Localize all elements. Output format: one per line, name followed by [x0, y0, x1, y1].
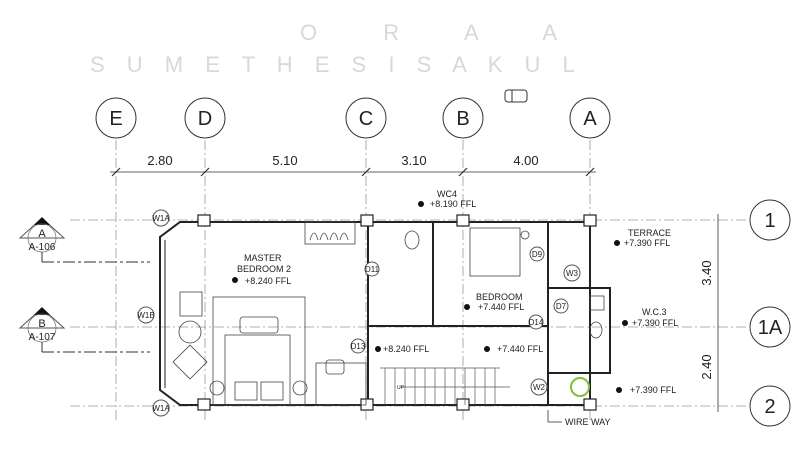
- tag-w1a-top: W1A: [152, 209, 170, 227]
- row-grid-bubbles: [749, 199, 791, 427]
- section-marker-b: B A-107: [18, 307, 150, 353]
- tag-d9-label: D9: [532, 250, 543, 259]
- grid-label-a: A: [583, 108, 597, 130]
- dimension-e-d: 2.80: [147, 153, 172, 168]
- tag-d13-label: D13: [351, 342, 366, 351]
- grid-bubble-e: [95, 97, 137, 139]
- dimension-c-b: 3.10: [401, 153, 426, 168]
- level-hall: +7.440 FFL: [497, 344, 543, 354]
- tag-d11-label: D11: [365, 265, 380, 274]
- bed: [224, 334, 291, 406]
- section-sheet-b: A-107: [29, 332, 56, 343]
- toilet: [404, 230, 420, 250]
- row-dimension-line: 3.40 2.40: [699, 214, 719, 412]
- wire-way-note: WIRE WAY: [565, 417, 611, 427]
- section-sheet-a: A-106: [29, 242, 56, 253]
- grid-lines: [70, 140, 748, 420]
- level-bedroom: +7.440 FFL: [478, 302, 524, 312]
- tag-d9: D9: [529, 246, 545, 262]
- level-yard: +7.390 FFL: [630, 385, 676, 395]
- dimension-1a-2: 2.40: [699, 354, 714, 379]
- dimension-b-a: 4.00: [513, 153, 538, 168]
- grid-label-d: D: [198, 108, 212, 130]
- rug: [212, 296, 306, 406]
- level-landing: +8.240 FFL: [383, 344, 429, 354]
- grid-label-e: E: [109, 108, 122, 130]
- section-letter-a: A: [38, 228, 46, 240]
- bedroom-bed: [469, 227, 521, 277]
- tag-d11: D11: [364, 261, 380, 277]
- grid-label-b: B: [456, 108, 469, 130]
- tag-w3: W3: [563, 264, 581, 282]
- north-arrow-icon: [504, 89, 528, 103]
- grid-label-c: C: [359, 108, 373, 130]
- stair-up-label: UP: [397, 385, 405, 391]
- watermark: O R A A S U M E T H E S I S A K U L: [90, 20, 587, 77]
- grid-bubble-c: [345, 97, 387, 139]
- furniture: [172, 221, 605, 406]
- watermark-line-1: O R A A: [300, 20, 587, 45]
- staircase: [380, 367, 510, 405]
- grid-bubble-d: [184, 97, 226, 139]
- tag-w1a-bottom-label: W1A: [152, 404, 170, 413]
- tag-w1b-label: W1B: [137, 311, 154, 320]
- column-dimension-line: 2.80 5.10 3.10 4.00: [110, 153, 596, 177]
- armchair: [179, 291, 203, 317]
- room-name-wc4: WC4: [437, 189, 457, 199]
- tag-w1b: W1B: [137, 306, 155, 324]
- tag-w2: W2: [530, 378, 548, 396]
- grid-label-1a: 1A: [758, 317, 783, 339]
- tag-d7-label: D7: [556, 302, 567, 311]
- dimension-1-1a: 3.40: [699, 260, 714, 285]
- grid-label-2: 2: [764, 396, 775, 418]
- watermark-line-2: S U M E T H E S I S A K U L: [90, 52, 583, 77]
- room-name-terrace: TERRACE: [628, 228, 671, 238]
- section-marker-a: A A-106: [18, 217, 150, 263]
- opening-tags: W1A W1B W1A W2 W3 D7 D9 D11 D13 D14: [137, 209, 581, 417]
- grid-bubble-b: [442, 97, 484, 139]
- tag-d14: D14: [528, 314, 544, 330]
- level-wc4: +8.190 FFL: [430, 199, 476, 209]
- grid-bubble-a: [569, 97, 611, 139]
- tag-d13: D13: [350, 338, 366, 354]
- grid-label-1: 1: [764, 210, 775, 232]
- room-name-wc3: W.C.3: [642, 307, 667, 317]
- room-name-bedroom: BEDROOM: [476, 292, 523, 302]
- level-terrace: +7.390 FFL: [624, 238, 670, 248]
- tag-d14-label: D14: [529, 318, 544, 327]
- plant-icon: [570, 377, 590, 397]
- level-master: +8.240 FFL: [245, 276, 291, 286]
- section-letter-b: B: [38, 318, 45, 330]
- round-table: [178, 320, 202, 344]
- tag-d7: D7: [553, 298, 569, 314]
- tag-w2-label: W2: [533, 383, 546, 392]
- structural-columns: [197, 214, 597, 411]
- room-name-master-2: BEDROOM 2: [237, 264, 291, 274]
- desk: [315, 362, 367, 406]
- level-wc3: +7.390 FFL: [632, 318, 678, 328]
- tag-w1a-bottom: W1A: [152, 399, 170, 417]
- tag-w3-label: W3: [566, 269, 579, 278]
- wardrobe: [304, 221, 356, 245]
- room-name-master: MASTER: [244, 253, 282, 263]
- column-grid-bubbles: [95, 97, 611, 139]
- tag-w1a-top-label: W1A: [152, 214, 170, 223]
- dimension-d-c: 5.10: [272, 153, 297, 168]
- level-markers: [232, 201, 628, 393]
